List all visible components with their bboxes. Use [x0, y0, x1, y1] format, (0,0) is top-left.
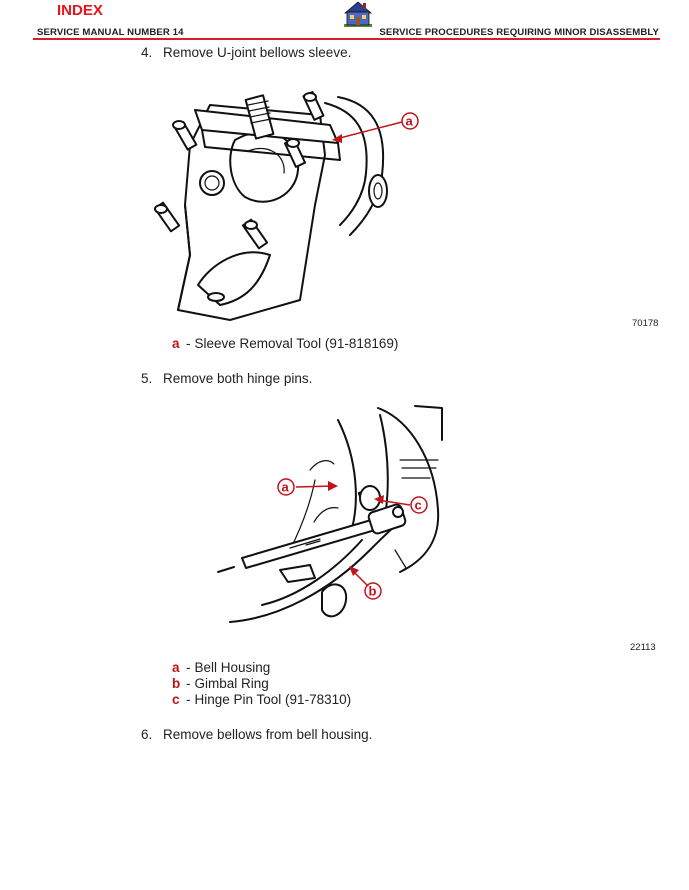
step-5: 5. Remove both hinge pins. — [141, 371, 312, 386]
figure2-legend-c: c-Hinge Pin Tool (91-78310) — [172, 692, 352, 707]
legend-key: c — [172, 692, 180, 707]
step-6: 6. Remove bellows from bell housing. — [141, 727, 372, 742]
step-number: 5. — [141, 371, 153, 386]
figure2-callout-a: a — [282, 480, 290, 495]
figure2-legend-a: a-Bell Housing — [172, 660, 271, 675]
step-number: 4. — [141, 45, 153, 60]
legend-key: b — [172, 676, 181, 691]
step-text: Remove U-joint bellows sleeve. — [163, 45, 352, 60]
legend-key: a — [172, 660, 180, 675]
step-text: Remove bellows from bell housing. — [163, 727, 373, 742]
sleeve-removal-illustration: a — [153, 91, 419, 321]
step-4: 4. Remove U-joint bellows sleeve. — [141, 45, 351, 60]
figure2-callout-b: b — [369, 584, 377, 599]
header-rule — [33, 38, 660, 40]
legend-text: Gimbal Ring — [194, 676, 269, 691]
index-link[interactable]: INDEX — [57, 2, 103, 19]
legend-key: a — [172, 336, 180, 351]
figure1-number: 70178 — [632, 318, 659, 329]
legend-text: Hinge Pin Tool (91-78310) — [194, 692, 352, 707]
section-title: SERVICE PROCEDURES REQUIRING MINOR DISAS… — [379, 27, 659, 38]
figure2-callout-c: c — [415, 498, 422, 513]
figure2-legend-b: b-Gimbal Ring — [172, 676, 269, 691]
house-icon[interactable] — [342, 0, 374, 28]
figure2-number: 22113 — [630, 642, 656, 653]
step-number: 6. — [141, 727, 153, 742]
figure1-legend-a: a-Sleeve Removal Tool (91-818169) — [172, 336, 399, 351]
legend-text: Bell Housing — [194, 660, 271, 675]
figure1-callout-a: a — [406, 114, 414, 129]
step-text: Remove both hinge pins. — [163, 371, 313, 386]
legend-text: Sleeve Removal Tool (91-818169) — [194, 336, 399, 351]
manual-number: SERVICE MANUAL NUMBER 14 — [37, 27, 184, 38]
hinge-pin-illustration: a c b — [217, 405, 443, 623]
